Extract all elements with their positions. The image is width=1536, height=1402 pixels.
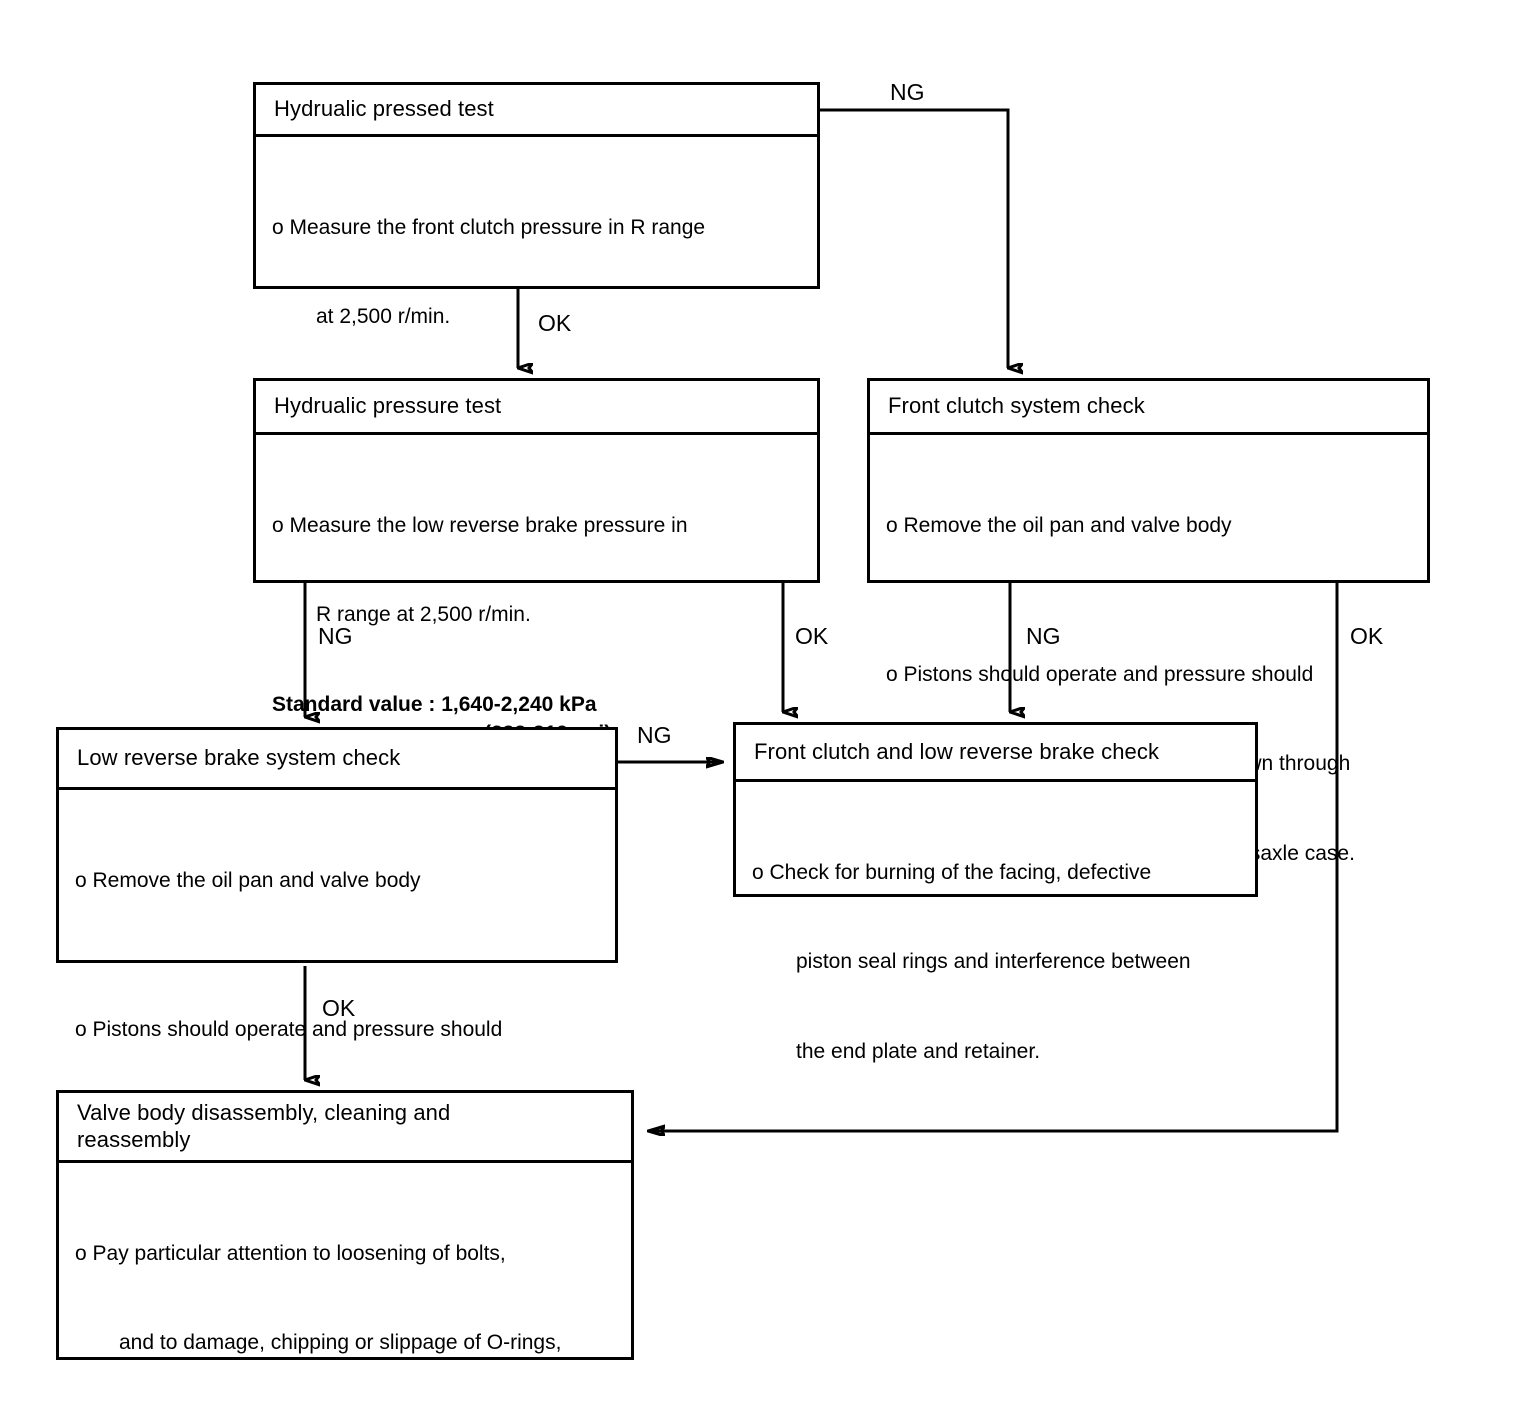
bullet-line: piston seal rings and interference betwe… — [796, 950, 1191, 974]
box-front-clutch-system-check[interactable]: Front clutch system check o Remove the o… — [867, 378, 1430, 865]
bullet-measure-front-clutch: o Measure the front clutch pressure in R… — [272, 153, 803, 392]
edge-label-front-clutch-ok: OK — [1350, 623, 1384, 649]
box-title-valve-body-disassembly: Valve body disassembly, cleaning and rea… — [59, 1093, 631, 1163]
edge-label-low-reverse-ok: OK — [322, 995, 356, 1021]
box-low-reverse-brake-system-check[interactable]: Low reverse brake system check o Remove … — [56, 727, 618, 1309]
bullet-pay-attention-loosening-bolts: o Pay particular attention to loosening … — [75, 1179, 617, 1402]
wire-pressed-ng — [820, 108, 1008, 368]
box-body-hydraulic-pressure-test: o Measure the low reverse brake pressure… — [256, 435, 817, 759]
box-title-hydraulic-pressure-test: Hydrualic pressure test — [256, 381, 817, 435]
bullet-line: the end plate and retainer. — [796, 1039, 1041, 1063]
box-hydraulic-pressure-test[interactable]: Hydrualic pressure test o Measure the lo… — [253, 378, 820, 745]
standard-value: Standard value : 1,640-2,240 kPa — [272, 692, 597, 716]
box-title-line: reassembly — [77, 1126, 191, 1152]
edge-label-pressed-ng: NG — [890, 79, 925, 105]
edge-label-pressure-ng: NG — [318, 623, 353, 649]
bullet-remove-oil-pan: o Remove the oil pan and valve body — [75, 806, 601, 955]
box-front-clutch-and-low-reverse-brake-check[interactable]: Front clutch and low reverse brake check… — [733, 722, 1258, 1063]
bullet-line: o Check for burning of the facing, defec… — [752, 860, 1152, 884]
box-title-front-clutch-system-check: Front clutch system check — [870, 381, 1427, 435]
bullet-measure-low-reverse-brake: o Measure the low reverse brake pressure… — [272, 451, 803, 690]
bullet-line: and to damage, chipping or slippage of O… — [119, 1331, 562, 1355]
box-title-line: Valve body disassembly, cleaning and — [77, 1099, 451, 1125]
box-title-low-reverse-brake-system-check: Low reverse brake system check — [59, 730, 615, 790]
bullet-line: o Pistons should operate and pressure sh… — [886, 662, 1314, 686]
edge-label-front-clutch-ng: NG — [1026, 623, 1061, 649]
bullet-check-for-burning: o Check for burning of the facing, defec… — [752, 798, 1241, 1126]
edge-label-low-reverse-ng: NG — [637, 722, 672, 748]
edge-label-pressure-ok: OK — [795, 623, 829, 649]
box-hydraulic-pressed-test[interactable]: Hydrualic pressed test o Measure the fro… — [253, 82, 820, 447]
box-valve-body-disassembly[interactable]: Valve body disassembly, cleaning and rea… — [56, 1090, 634, 1360]
bullet-line: o Remove the oil pan and valve body — [886, 513, 1232, 537]
box-title-front-clutch-and-low-reverse-brake-check: Front clutch and low reverse brake check — [736, 725, 1255, 782]
box-title-hydraulic-pressed-test: Hydrualic pressed test — [256, 85, 817, 137]
bullet-line: o Measure the low reverse brake pressure… — [272, 513, 688, 537]
bullet-line: o Remove the oil pan and valve body — [75, 868, 421, 892]
bullet-remove-oil-pan: o Remove the oil pan and valve body — [886, 451, 1413, 600]
bullet-line: R range at 2,500 r/min. — [316, 603, 531, 627]
box-body-valve-body-disassembly: o Pay particular attention to loosening … — [59, 1163, 631, 1402]
bullet-line: at 2,500 r/min. — [316, 305, 451, 329]
bullet-line: o Measure the front clutch pressure in R… — [272, 215, 706, 239]
bullet-line: o Pistons should operate and pressure sh… — [75, 1017, 503, 1041]
box-body-front-clutch-and-low-reverse-brake-check: o Check for burning of the facing, defec… — [736, 782, 1255, 1136]
bullet-line: o Pay particular attention to loosening … — [75, 1241, 506, 1265]
edge-label-pressed-ok: OK — [538, 310, 572, 336]
